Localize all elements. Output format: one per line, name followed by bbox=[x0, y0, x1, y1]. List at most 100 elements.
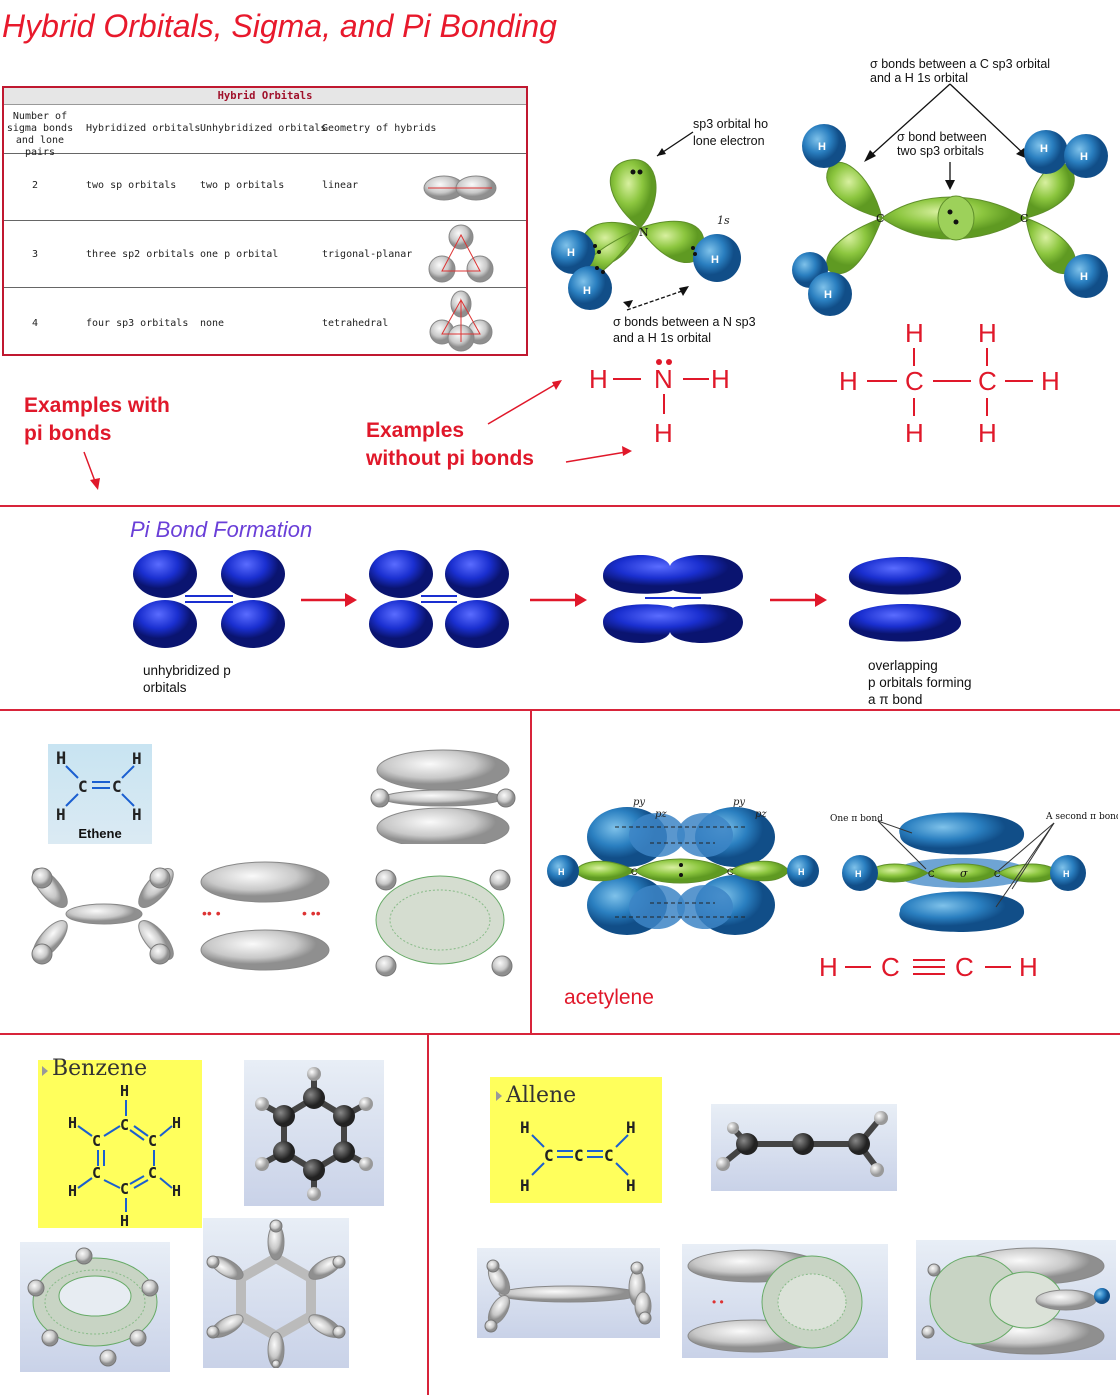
svg-text:C: C bbox=[148, 1164, 157, 1182]
col-hybridized: Hybridized orbitals bbox=[86, 123, 201, 134]
allene-ball-stick-model bbox=[711, 1104, 897, 1191]
c-atom-label: C bbox=[876, 212, 884, 225]
divider bbox=[427, 1033, 429, 1395]
svg-text:C: C bbox=[881, 952, 900, 982]
h-atom-label: H bbox=[558, 867, 565, 877]
svg-text:C: C bbox=[120, 1180, 129, 1198]
svg-text:H: H bbox=[905, 418, 924, 448]
row-geometry: tetrahedral bbox=[322, 318, 389, 329]
svg-text:C: C bbox=[955, 952, 974, 982]
ammonia-label-top-1: sp3 orbital ho bbox=[693, 117, 769, 131]
ammonia-orbital-diagram: N H H H 1s bbox=[551, 131, 741, 311]
hybrid-orbitals-table: Hybrid Orbitals Number of sigma bonds an… bbox=[2, 86, 528, 356]
h-atom-label: H bbox=[818, 141, 826, 153]
pi-label-right-3: a π bond bbox=[868, 692, 923, 707]
svg-text:C: C bbox=[148, 1132, 157, 1150]
tetrahedral-orbital-icon bbox=[429, 290, 493, 352]
svg-text:C: C bbox=[574, 1146, 584, 1165]
svg-text:H: H bbox=[56, 805, 66, 824]
h-atom-label: H bbox=[1080, 151, 1088, 163]
triangle-bullet-icon bbox=[42, 1066, 48, 1076]
ethane-lewis-formula: H H H C C H H H bbox=[839, 318, 1060, 448]
row-hybridized: three sp2 orbitals bbox=[86, 249, 195, 260]
row-unhybridized: none bbox=[200, 318, 225, 329]
svg-text:H: H bbox=[172, 1114, 181, 1132]
svg-text:C: C bbox=[905, 366, 924, 396]
row-count: 3 bbox=[32, 249, 39, 260]
pz-label: pz bbox=[655, 809, 667, 820]
trigonal-orbital-icon bbox=[428, 224, 494, 283]
table-row: 4 four sp3 orbitals none tetrahedral bbox=[4, 288, 526, 354]
pz-label: pz bbox=[755, 809, 767, 820]
svg-text:H: H bbox=[132, 805, 142, 824]
col-unhybridized: Unhybridized orbitals bbox=[200, 123, 327, 134]
h-atom-label: H bbox=[1040, 143, 1048, 155]
svg-text:C: C bbox=[78, 777, 88, 796]
examples-without-pi-label-2: without pi bonds bbox=[366, 447, 534, 470]
pi-formation-title: Pi Bond Formation bbox=[130, 517, 313, 542]
svg-text:• •: • • bbox=[712, 1295, 724, 1309]
svg-text:C: C bbox=[92, 1164, 101, 1182]
svg-text:C: C bbox=[978, 366, 997, 396]
svg-text:H: H bbox=[120, 1212, 129, 1228]
table-header-row: Number of sigma bonds and lone pairs Hyb… bbox=[4, 105, 526, 158]
py-label: py bbox=[633, 797, 645, 808]
ethane-label-mid-2: two sp3 orbitals bbox=[897, 144, 984, 158]
row-hybridized: two sp orbitals bbox=[86, 180, 177, 191]
divider bbox=[0, 709, 1120, 711]
svg-text:C: C bbox=[604, 1146, 614, 1165]
svg-text:H: H bbox=[120, 1082, 129, 1100]
svg-text:H: H bbox=[68, 1114, 77, 1132]
row-geometry: trigonal-planar bbox=[322, 249, 413, 260]
ethene-label: Ethene bbox=[78, 826, 122, 841]
svg-text:H: H bbox=[56, 749, 66, 769]
table-row: 3 three sp2 orbitals one p orbital trigo… bbox=[4, 221, 526, 288]
col-geometry: Geometry of hybrids bbox=[322, 123, 437, 134]
svg-text:H: H bbox=[855, 869, 862, 879]
svg-text:• ••: • •• bbox=[302, 905, 321, 921]
ethane-label-top-1: σ bonds between a C sp3 orbital bbox=[870, 57, 1051, 71]
1s-label: 1s bbox=[717, 214, 730, 227]
example-arrows bbox=[83, 380, 632, 490]
allene-sigma-model bbox=[477, 1248, 660, 1338]
svg-text:H: H bbox=[1019, 952, 1038, 982]
c-atom-label: C bbox=[1020, 212, 1028, 225]
svg-text:C: C bbox=[92, 1132, 101, 1150]
examples-without-pi-label-1: Examples bbox=[366, 419, 465, 442]
svg-text:C: C bbox=[631, 867, 638, 877]
ethene-pi-overlap-model bbox=[370, 749, 516, 844]
ethane-label-top-2: and a H 1s orbital bbox=[870, 71, 968, 85]
svg-text:H: H bbox=[520, 1176, 530, 1195]
svg-text:N: N bbox=[654, 364, 673, 394]
svg-text:H: H bbox=[905, 318, 924, 348]
svg-text:H: H bbox=[626, 1118, 636, 1137]
benzene-label: Benzene bbox=[52, 1056, 148, 1081]
nh3-lewis-formula: H N H H bbox=[589, 359, 730, 448]
pi-label-left-1: unhybridized p bbox=[143, 663, 231, 678]
svg-text:C: C bbox=[928, 869, 935, 879]
svg-text:C: C bbox=[727, 867, 734, 877]
h-atom-label: H bbox=[583, 285, 591, 297]
benzene-ball-stick-model bbox=[244, 1060, 384, 1206]
n-atom-label: N bbox=[639, 226, 649, 239]
h-atom-label: H bbox=[1080, 271, 1088, 283]
col-count: Number of sigma bonds and lone pairs bbox=[6, 111, 74, 158]
svg-text:H: H bbox=[819, 952, 838, 982]
svg-text:H: H bbox=[978, 418, 997, 448]
svg-text:H: H bbox=[839, 366, 858, 396]
ethene-orbital-models: •• • • •• bbox=[31, 861, 513, 977]
ethane-label-mid-1: σ bond between bbox=[897, 130, 987, 144]
pi-label-right-1: overlapping bbox=[868, 658, 938, 673]
linear-orbital-icon bbox=[423, 175, 497, 201]
allene-pi-orbital-model: • • bbox=[682, 1244, 888, 1358]
divider bbox=[530, 709, 532, 1034]
allene-combined-model bbox=[916, 1240, 1116, 1360]
h-atom-label: H bbox=[798, 867, 805, 877]
row-count: 4 bbox=[32, 318, 39, 329]
svg-text:•• •: •• • bbox=[202, 905, 221, 921]
